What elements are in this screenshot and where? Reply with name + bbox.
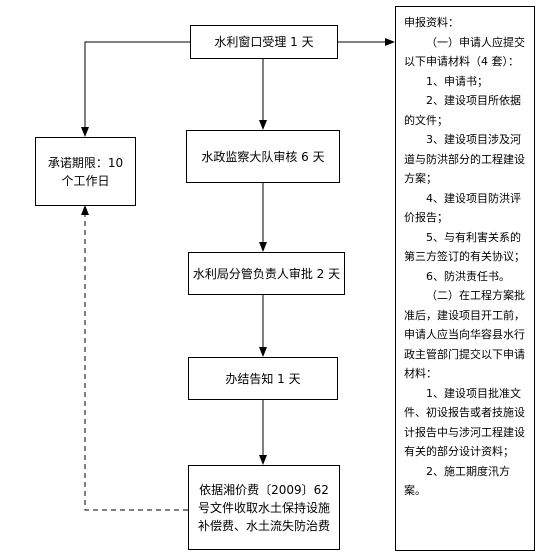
step-approval-label: 水利局分管负责人审批 2 天 [192, 266, 341, 281]
materials-part1-item: 5、与有利害关系的第三方签订的有关协议； [404, 230, 525, 264]
materials-part1-item: 6、防洪责任书。 [426, 269, 510, 283]
arrow-fee-to-deadline [81, 205, 188, 511]
materials-part1-item: 1、申请书； [426, 74, 488, 88]
materials-part1-item: 2、建设项目所依据的文件； [404, 94, 521, 127]
step-fee-collection: 依据湘价费〔2009〕62 号文件收取水土保持设施补偿费、水土流失防治费 [188, 465, 340, 550]
materials-heading: 申报资料： [404, 16, 459, 29]
materials-part1-title: （一）申请人应提交以下申请材料（4 套）： [404, 35, 525, 69]
step-notify: 办结告知 1 天 [188, 357, 338, 400]
step-fee-label: 依据湘价费〔2009〕62 号文件收取水土保持设施补偿费、水土流失防治费 [197, 482, 330, 533]
materials-panel: 申报资料： （一）申请人应提交以下申请材料（4 套）： 1、申请书； 2、建设项… [395, 6, 535, 551]
materials-part2-title: （二）在工程方案批准后，建设项目开工前，申请人应当向华容县水行政主管部门提交以下… [404, 289, 525, 380]
step-review-label: 水政监察大队审核 6 天 [201, 149, 325, 164]
step-window-label: 水利窗口受理 1 天 [214, 35, 314, 49]
step-review: 水政监察大队审核 6 天 [186, 130, 340, 183]
materials-part1-item: 4、建设项目防洪评价报告； [404, 191, 521, 225]
deadline-label: 承诺期限：10 个工作日 [47, 155, 124, 188]
materials-part1-item: 3、建设项目涉及河道与防洪部分的工程建设方案； [404, 133, 525, 185]
materials-part2-item: 2、施工期度汛方案。 [404, 464, 510, 498]
step-window-acceptance: 水利窗口受理 1 天 [190, 25, 338, 59]
step-notify-label: 办结告知 1 天 [225, 371, 301, 386]
arrow-window-to-deadline [81, 41, 190, 137]
deadline-box: 承诺期限：10 个工作日 [35, 137, 136, 206]
step-approval: 水利局分管负责人审批 2 天 [188, 252, 345, 295]
materials-part2-item: 1、建设项目批准文件、初设报告或者技施设计报告中与涉河工程建设有关的部分设计资料… [404, 386, 525, 459]
